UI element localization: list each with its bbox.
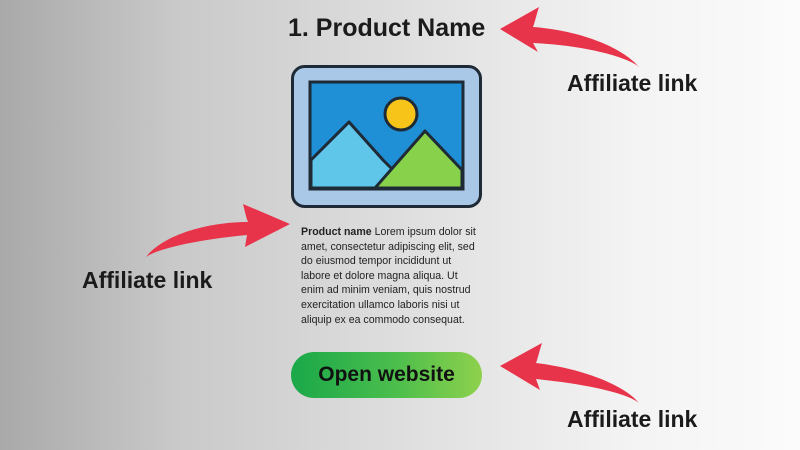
product-description-text: Lorem ipsum dolor sit amet, consectetur … — [301, 226, 476, 326]
open-website-button[interactable]: Open website — [291, 352, 482, 398]
open-website-label: Open website — [318, 363, 455, 386]
product-description-name: Product name — [301, 226, 372, 238]
product-image-icon — [291, 65, 482, 208]
affiliate-link-label-bottom: Affiliate link — [567, 406, 698, 432]
product-title[interactable]: 1. Product Name — [288, 14, 486, 42]
affiliate-link-label-left: Affiliate link — [82, 267, 213, 293]
product-description: Product name Lorem ipsum dolor sit amet,… — [301, 225, 481, 327]
affiliate-link-label-top: Affiliate link — [567, 70, 698, 96]
